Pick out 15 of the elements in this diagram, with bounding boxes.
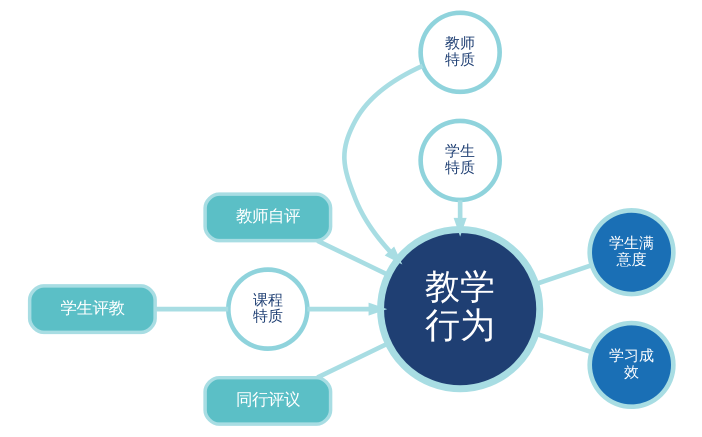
connector <box>316 238 389 277</box>
node-circle: 教学行为 <box>376 226 543 392</box>
node-circle: 学生特质 <box>418 118 502 202</box>
connector <box>155 306 228 312</box>
arrow <box>453 200 466 237</box>
node-box: 同行评议 <box>202 376 332 426</box>
arrow <box>306 302 387 316</box>
node-circle: 课程特质 <box>226 267 310 351</box>
node-circle: 学生满意度 <box>586 208 676 296</box>
connector <box>316 341 389 380</box>
node-box: 学生评教 <box>27 284 156 334</box>
arrow <box>342 64 424 264</box>
node-circle: 教师特质 <box>418 10 502 94</box>
node-box: 教师自评 <box>202 192 332 242</box>
node-circle: 学习成效 <box>586 320 676 410</box>
